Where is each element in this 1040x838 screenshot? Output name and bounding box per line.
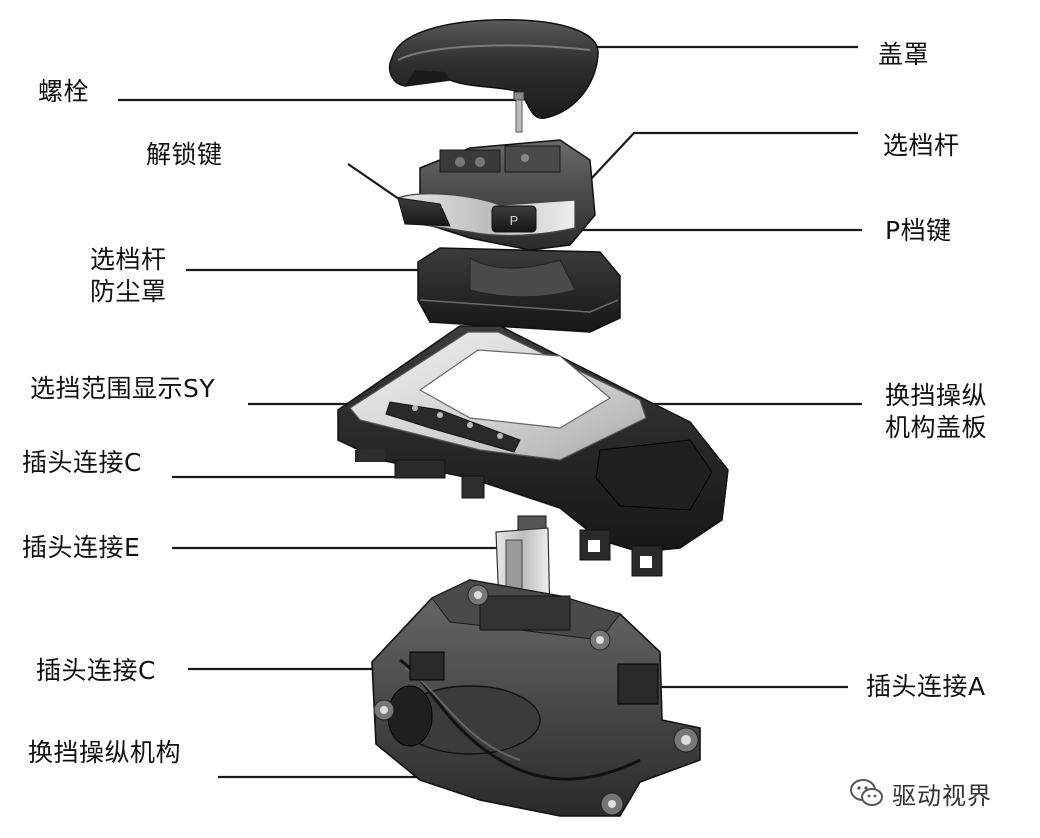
label-plug-e: 插头连接E [22, 533, 141, 562]
label-plug-c-upper: 插头连接C [22, 448, 142, 477]
label-plug-a: 插头连接A [866, 672, 986, 701]
label-unlock-button: 解锁键 [146, 140, 223, 169]
label-dust-boot-line1: 选档杆 [90, 245, 167, 274]
label-plug-c-lower: 插头连接C [36, 656, 156, 685]
wechat-icon [850, 779, 883, 806]
label-p-button: P档键 [885, 216, 952, 245]
label-bolt: 螺栓 [38, 77, 90, 106]
label-shift-cover-line1: 换挡操纵 [885, 381, 988, 410]
plug-connector-c-lower-body [409, 651, 445, 681]
label-shift-cover: 换挡操纵 机构盖板 [885, 380, 987, 444]
plug-connector-a-body [617, 663, 659, 705]
label-dust-boot-line2: 防尘罩 [90, 277, 167, 306]
dust-boot-part [417, 247, 621, 333]
selector-lever-part: P [397, 139, 596, 251]
shift-cover-plate-part [337, 325, 729, 577]
leader-line-selector-lever [589, 131, 858, 181]
label-dust-boot: 选档杆 防尘罩 [90, 244, 167, 308]
label-shift-mechanism: 换挡操纵机构 [28, 738, 182, 767]
watermark: 驱动视界 [850, 776, 992, 810]
watermark-text: 驱动视界 [892, 781, 992, 810]
shift-mechanism-part [371, 579, 701, 817]
p-key-letter: P [510, 213, 519, 228]
label-cover: 盖罩 [878, 40, 930, 69]
label-selector-lever: 选档杆 [883, 131, 960, 160]
cover-cap-part [388, 19, 599, 119]
label-shift-cover-line2: 机构盖板 [885, 413, 988, 442]
p-key-cap [491, 205, 537, 233]
label-range-display: 选挡范围显示SY [30, 374, 216, 403]
bolt-part [513, 91, 525, 133]
